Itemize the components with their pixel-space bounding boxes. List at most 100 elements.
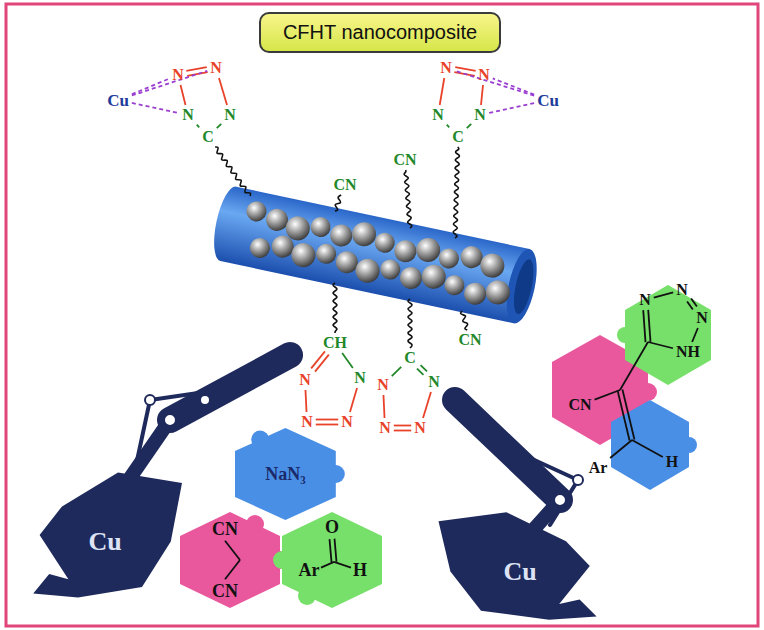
chemical-bond <box>692 328 698 342</box>
copper-label: Cu <box>537 92 559 109</box>
chemical-bond <box>423 392 431 418</box>
nanoparticle <box>328 223 354 249</box>
frame <box>6 4 758 626</box>
chemical-bond <box>181 85 186 105</box>
atom-label: N <box>696 310 708 326</box>
piece-label: Cu <box>89 527 122 557</box>
atom-label: N <box>474 107 486 123</box>
linker-chain <box>408 299 412 348</box>
nanoparticle <box>378 258 402 282</box>
chemical-bond <box>421 365 427 371</box>
chemical-bond <box>687 301 693 309</box>
nanoparticle <box>373 231 397 255</box>
atom-label: N <box>210 60 222 76</box>
malononitrile-piece: CN CN <box>180 512 280 608</box>
nanoparticle <box>478 251 506 279</box>
coordination-bond <box>132 103 179 113</box>
piece-outline <box>439 512 597 620</box>
atom-label: CN <box>458 332 481 348</box>
linker-chain <box>453 147 459 238</box>
nanoparticle <box>443 273 467 297</box>
nanoparticle <box>462 281 488 307</box>
linker-chain <box>335 195 341 211</box>
coordination-bond <box>489 103 534 113</box>
chemical-bond <box>316 419 338 421</box>
atom-label: H <box>666 454 678 470</box>
chemical-bond <box>440 78 445 105</box>
atom-label: N <box>182 107 194 123</box>
chemical-bond <box>467 124 471 128</box>
product-hexagons <box>552 285 711 490</box>
chemical-bond <box>225 541 240 560</box>
chemical-bond <box>334 539 336 562</box>
atom-label: CN <box>568 397 591 413</box>
chemical-bond <box>394 425 411 427</box>
nanoparticle <box>414 236 442 264</box>
piece-label: O <box>325 517 339 538</box>
piece-outline <box>33 473 182 598</box>
linker-chain <box>333 283 337 333</box>
piece-label: CN <box>212 580 238 601</box>
atom-label: NH <box>676 344 700 360</box>
chemical-bond <box>321 562 334 568</box>
nanoparticle <box>245 200 269 224</box>
chemical-bond <box>447 125 449 128</box>
chemical-bond <box>654 292 673 297</box>
linker-chain <box>215 147 251 196</box>
atom-label: N <box>301 414 313 430</box>
chemical-bond <box>622 389 634 439</box>
atom-label: C <box>404 350 416 366</box>
chemical-bond <box>311 351 325 368</box>
chemical-bond <box>305 390 306 412</box>
excavator-bucket: Cu <box>430 510 600 622</box>
atom-label: CN <box>393 152 416 168</box>
piece-label: Cu <box>503 557 536 587</box>
chemical-bond <box>643 310 645 342</box>
chemical-bond <box>620 342 648 390</box>
nanoparticle <box>309 215 333 239</box>
chemical-bond <box>648 342 673 348</box>
aldehyde-piece: OAr H <box>282 512 382 608</box>
atom-label: N <box>224 107 236 123</box>
excavator-arms <box>130 355 583 528</box>
chemical-bond <box>392 367 401 376</box>
chemical-bond <box>394 430 411 432</box>
atom-label: N <box>377 377 389 393</box>
chemical-bond <box>417 369 423 375</box>
piece-outline <box>235 428 336 520</box>
coordination-bond <box>132 71 207 96</box>
chemical-bond <box>648 310 650 342</box>
chemical-bond <box>316 424 338 426</box>
piece-label: H <box>353 559 367 580</box>
piece-outline <box>180 512 280 608</box>
atom-label: N <box>432 107 444 123</box>
chemical-bond <box>315 355 329 372</box>
nanoparticle <box>248 236 272 260</box>
puzzle-knob <box>273 551 291 569</box>
chemical-bond <box>383 395 384 418</box>
chemical-bond <box>350 388 357 412</box>
chemical-bond <box>632 440 663 457</box>
atom-label: Ar <box>589 460 608 476</box>
chemical-bond <box>197 125 199 128</box>
atom-label: N <box>299 372 311 388</box>
atom-label: N <box>440 60 452 76</box>
piece-outline <box>282 512 382 608</box>
chemical-bond <box>219 78 227 105</box>
atom-label: N <box>676 282 688 298</box>
chemical-bond <box>455 67 475 71</box>
piece-label: Ar <box>299 559 320 580</box>
chemical-bond <box>610 440 632 458</box>
atom-label: N <box>379 420 391 436</box>
chemical-bond <box>342 353 353 368</box>
chemical-bond <box>330 539 332 562</box>
coordination-bond <box>132 79 169 95</box>
linker-chain <box>404 170 412 228</box>
chemical-bond <box>691 299 697 307</box>
chemical-bond <box>217 124 221 128</box>
atom-label: CH <box>323 335 347 351</box>
nanoparticle <box>353 257 381 285</box>
puzzle-knob <box>251 431 269 449</box>
nanoparticle <box>420 262 448 290</box>
piece-label: CN <box>212 519 238 540</box>
